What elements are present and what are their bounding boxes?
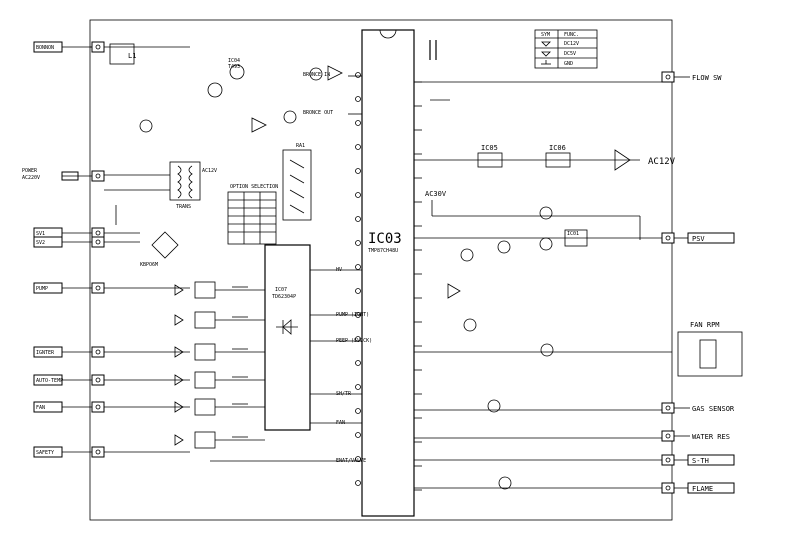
connector-label: S-TH: [692, 457, 709, 465]
connector-label: FAN: [36, 405, 45, 411]
fan-rpm-label: FAN RPM: [690, 321, 720, 329]
connector-pump: PUMP: [33, 282, 105, 294]
connector-label: AUTO-TEMP: [36, 378, 63, 384]
connector-label: IGNTER: [36, 350, 55, 356]
connector-flowsw: FLOW SW: [661, 71, 722, 83]
connector-fan: FAN: [33, 401, 105, 413]
l1-filter: L1: [109, 43, 136, 65]
trans-ac12v: AC12V: [202, 168, 217, 174]
regulators: IC05 IC06 AC12V: [414, 144, 676, 171]
psv-driver: AC30V IC01: [425, 190, 641, 490]
connector-label: FLOW SW: [692, 74, 722, 82]
ic04-part: T493: [228, 64, 240, 70]
connector-safety: SAFETY: [33, 446, 105, 458]
wires: [90, 46, 672, 489]
connector-water: WATER RES: [661, 430, 730, 442]
connector-label: GAS SENSOR: [692, 405, 735, 413]
connector-gas: GAS SENSOR: [661, 402, 735, 414]
ic04-label: IC04: [228, 58, 240, 64]
fan-rpm-block: FAN RPM: [677, 321, 743, 377]
connector-ignter: IGNTER: [33, 346, 105, 358]
ac30v-label: AC30V: [425, 190, 447, 198]
connector-label: WATER RES: [692, 433, 730, 441]
trans-label: TRANS: [176, 204, 191, 210]
legend-sym: SYM: [541, 32, 550, 38]
ic03-label: IC03: [368, 231, 402, 247]
kbpo6m-label: KBPO6M: [140, 262, 158, 268]
connector-label: PSV: [692, 235, 705, 243]
transformer: TRANS AC12V: [169, 161, 217, 210]
ic01-label: IC01: [567, 231, 579, 237]
connector-sth: S-TH: [661, 454, 735, 466]
connector-label: BONNON: [36, 45, 54, 51]
ic05-label: IC05: [481, 144, 498, 152]
legend-table: SYM FUNC. DC12V DC5V GND: [534, 29, 598, 69]
ic07-label: IC07: [275, 287, 287, 293]
legend-dc5v: DC5V: [564, 51, 576, 57]
connector-psv: PSV: [661, 232, 735, 244]
ic07-chip: IC07 TD62304P: [264, 244, 311, 431]
connector-sv2: SV2: [33, 236, 105, 248]
ic03-part: TMP87CH48U: [368, 248, 398, 254]
ac12v-right: AC12V: [648, 157, 676, 167]
legend-dc12v: DC12V: [564, 41, 579, 47]
connector-autotemp: AUTO-TEMP: [33, 374, 105, 386]
connector-flame: FLAME: [661, 482, 735, 494]
legend-func: FUNC.: [564, 32, 579, 38]
triac-driver-stack: [174, 281, 265, 449]
connector-label: SV1: [36, 231, 45, 237]
connector-bonnon: BONNON: [33, 41, 105, 53]
ic03-chip: IC03 TMP87CH48U: [355, 29, 422, 517]
ra1-label: RA1: [296, 143, 305, 149]
connector-label: FLAME: [692, 485, 713, 493]
connector-label: POWER: [22, 168, 38, 174]
ic06-label: IC06: [549, 144, 566, 152]
pin-bronce-out: BRONCE OUT: [303, 110, 333, 116]
board-outline: [89, 19, 673, 521]
connector-label: PUMP: [36, 286, 48, 292]
connector-label: SAFETY: [36, 450, 54, 456]
option-table: OPTION SELECTION: [227, 184, 278, 245]
connector-label: AC220V: [22, 175, 40, 181]
connector-label: SV2: [36, 240, 45, 246]
ic04-area: IC04 T493: [139, 58, 343, 133]
ic07-part: TD62304P: [272, 294, 296, 300]
connector-sv1: SV1: [33, 227, 105, 239]
ra1-array: RA1: [282, 143, 312, 221]
bridge-rectifier: KBPO6M: [140, 231, 179, 268]
legend-gnd: GND: [564, 61, 573, 67]
pin-bronce-in: BRONCE IN: [303, 72, 330, 78]
top-caps: [429, 40, 450, 101]
l1-label: L1: [128, 52, 136, 60]
option-table-title: OPTION SELECTION: [230, 184, 278, 190]
